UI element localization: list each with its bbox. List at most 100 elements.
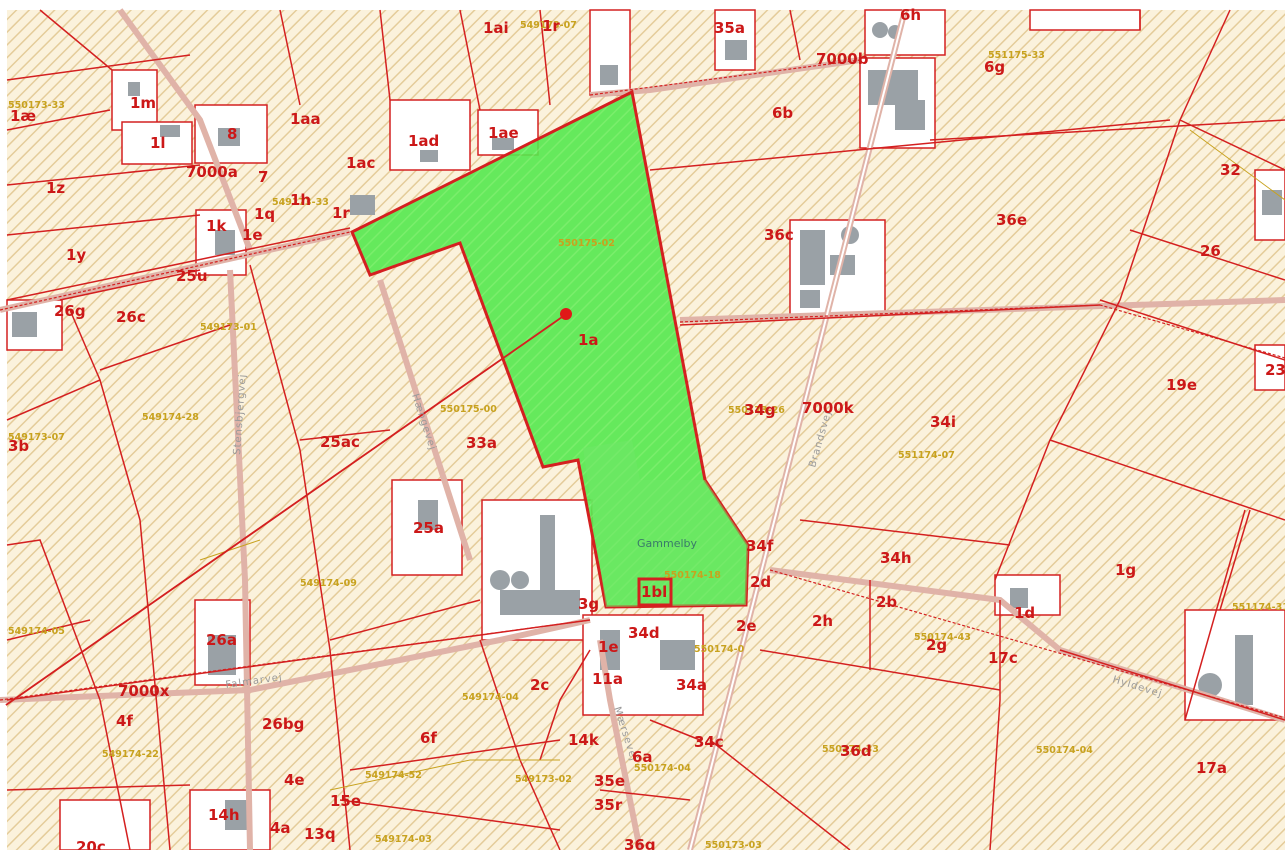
svg-text:1ad: 1ad — [408, 132, 439, 150]
svg-text:1ac: 1ac — [346, 154, 375, 172]
svg-text:1aa: 1aa — [290, 110, 321, 128]
svg-text:3g: 3g — [578, 595, 599, 613]
svg-text:1e: 1e — [242, 226, 263, 244]
svg-text:550175-00: 550175-00 — [440, 404, 497, 415]
svg-text:550173-26: 550173-26 — [728, 405, 785, 416]
selected-parcel-marker[interactable] — [560, 308, 572, 320]
parcel-1bl-outline[interactable] — [637, 577, 673, 607]
svg-text:17a: 17a — [1196, 759, 1227, 777]
svg-text:2e: 2e — [736, 617, 757, 635]
svg-text:7000k: 7000k — [802, 399, 855, 417]
plot-labels: 1ai 1r 35a 6h 7000b 6g 1m 1æ 8 1aa 1ad 1… — [8, 6, 1285, 850]
svg-text:549174-04: 549174-04 — [462, 692, 519, 703]
svg-text:1r: 1r — [542, 17, 560, 35]
svg-text:549174-03: 549174-03 — [375, 834, 432, 845]
svg-text:7000x: 7000x — [118, 682, 170, 700]
svg-text:20c: 20c — [76, 838, 106, 850]
svg-text:34a: 34a — [676, 676, 707, 694]
svg-text:1a: 1a — [578, 331, 599, 349]
svg-text:2b: 2b — [876, 593, 897, 611]
svg-text:1r: 1r — [332, 204, 350, 222]
svg-text:2d: 2d — [750, 573, 771, 591]
svg-text:549173-07: 549173-07 — [8, 432, 65, 443]
svg-text:14k: 14k — [568, 731, 600, 749]
svg-text:549173-01: 549173-01 — [200, 322, 257, 333]
svg-text:34h: 34h — [880, 549, 912, 567]
svg-text:34i: 34i — [930, 413, 956, 431]
svg-text:34d: 34d — [628, 624, 660, 642]
svg-text:34c: 34c — [694, 733, 724, 751]
svg-text:17c: 17c — [988, 649, 1018, 667]
svg-text:550175-02: 550175-02 — [558, 238, 615, 249]
svg-text:551174-07: 551174-07 — [898, 450, 955, 461]
svg-text:36g: 36g — [624, 836, 656, 850]
svg-text:1g: 1g — [1115, 561, 1136, 579]
parcel-boundaries — [5, 9, 1285, 850]
map-frame-top — [0, 0, 1285, 10]
parcel-1a-inner-area — [583, 440, 748, 607]
svg-text:1ai: 1ai — [483, 19, 509, 37]
svg-text:1q: 1q — [254, 205, 275, 223]
svg-text:6a: 6a — [632, 748, 653, 766]
map-frame-left — [0, 0, 7, 850]
svg-text:13q: 13q — [304, 825, 336, 843]
svg-text:549174-05: 549174-05 — [8, 626, 65, 637]
svg-text:2c: 2c — [530, 676, 549, 694]
svg-text:34g: 34g — [744, 401, 776, 419]
road-centerlines — [689, 9, 906, 850]
svg-text:1ae: 1ae — [488, 124, 519, 142]
svg-text:550174-04: 550174-04 — [634, 763, 691, 774]
svg-text:8: 8 — [227, 125, 237, 143]
svg-text:6b: 6b — [772, 104, 793, 122]
svg-text:1h: 1h — [290, 191, 311, 209]
svg-text:6f: 6f — [420, 729, 437, 747]
svg-text:550174-43: 550174-43 — [914, 632, 971, 643]
svg-text:4f: 4f — [116, 712, 133, 730]
svg-text:6h: 6h — [900, 6, 921, 24]
svg-text:36c: 36c — [764, 226, 794, 244]
svg-text:35e: 35e — [594, 772, 625, 790]
svg-text:550174-04: 550174-04 — [1036, 745, 1093, 756]
svg-text:551174-31: 551174-31 — [1232, 602, 1285, 613]
svg-text:2g: 2g — [926, 636, 947, 654]
svg-text:34f: 34f — [746, 537, 774, 555]
svg-text:36d: 36d — [840, 742, 872, 760]
svg-text:2h: 2h — [812, 612, 833, 630]
svg-text:26a: 26a — [206, 631, 237, 649]
svg-text:549173-07: 549173-07 — [520, 20, 577, 31]
svg-text:26bg: 26bg — [262, 715, 304, 733]
svg-text:550174-33: 550174-33 — [822, 744, 879, 755]
svg-text:35a: 35a — [714, 19, 745, 37]
svg-text:25a: 25a — [413, 519, 444, 537]
svg-text:4e: 4e — [284, 771, 305, 789]
svg-text:549173-02: 549173-02 — [515, 774, 572, 785]
svg-text:4a: 4a — [270, 819, 291, 837]
pointer-line — [5, 314, 566, 706]
svg-text:1e: 1e — [598, 638, 619, 656]
svg-text:549173-33: 549173-33 — [272, 197, 329, 208]
svg-text:1l: 1l — [150, 134, 166, 152]
svg-text:1m: 1m — [130, 94, 156, 112]
svg-text:14h: 14h — [208, 806, 240, 824]
svg-text:15e: 15e — [330, 792, 361, 810]
cadastral-labels: 549173-07 551175-33 550173-33 549173-33 … — [8, 20, 1285, 850]
svg-text:1y: 1y — [66, 246, 86, 264]
svg-text:26: 26 — [1200, 242, 1221, 260]
svg-text:1z: 1z — [46, 179, 65, 197]
svg-text:11a: 11a — [592, 670, 623, 688]
svg-text:33a: 33a — [466, 434, 497, 452]
svg-text:35r: 35r — [594, 796, 623, 814]
svg-text:7: 7 — [258, 168, 268, 186]
svg-text:26c: 26c — [116, 308, 146, 326]
svg-text:7000b: 7000b — [816, 50, 869, 68]
svg-text:550173-33: 550173-33 — [8, 100, 65, 111]
svg-text:1bl: 1bl — [641, 583, 667, 601]
svg-text:549174-28: 549174-28 — [142, 412, 199, 423]
svg-text:26g: 26g — [54, 302, 86, 320]
svg-text:550173-03: 550173-03 — [705, 840, 762, 850]
svg-text:6g: 6g — [984, 58, 1005, 76]
cadastral-district-lines — [0, 59, 1285, 719]
svg-text:551175-33: 551175-33 — [988, 50, 1045, 61]
svg-text:549174-52: 549174-52 — [365, 770, 422, 781]
